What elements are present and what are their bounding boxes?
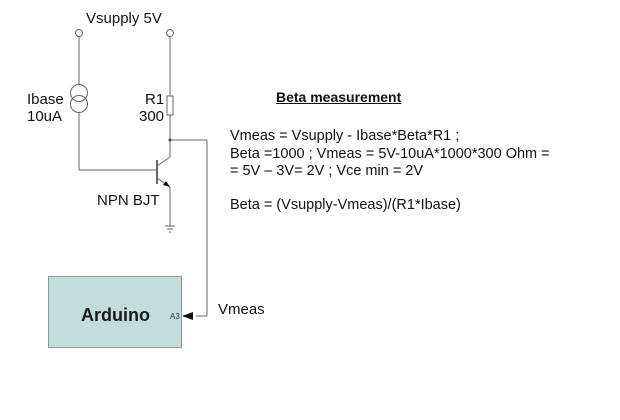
resistor-name: R1 [145,91,165,108]
equation-line-3: = 5V – 3V= 2V ; Vce min = 2V [230,163,424,179]
transistor-label: NPN BJT [97,192,160,209]
supply-terminal-right [166,29,174,37]
current-source-value: 10uA [27,108,63,125]
arrow-head-icon [182,312,193,320]
supply-label: Vsupply 5V [86,10,162,27]
resistor-value: 300 [139,108,165,125]
current-source-name: Ibase [27,91,64,108]
current-source-icon [70,84,88,113]
notes-title: Beta measurement [276,89,402,105]
ground-icon [165,225,175,233]
arduino-pin-label: A3 [170,312,180,321]
npn-transistor-icon [156,156,171,226]
equation-line-1: Vmeas = Vsupply - Ibase*Beta*R1 ; [230,128,460,144]
resistor-icon [166,95,174,116]
supply-terminal-left [75,29,83,37]
arduino-block: Arduino A3 [48,276,182,348]
vmeas-label: Vmeas [218,301,265,318]
equation-line-2: Beta =1000 ; Vmeas = 5V-10uA*1000*300 Oh… [230,146,550,162]
arduino-label: Arduino [81,305,150,325]
equation-line-4: Beta = (Vsupply-Vmeas)/(R1*Ibase) [230,197,461,213]
